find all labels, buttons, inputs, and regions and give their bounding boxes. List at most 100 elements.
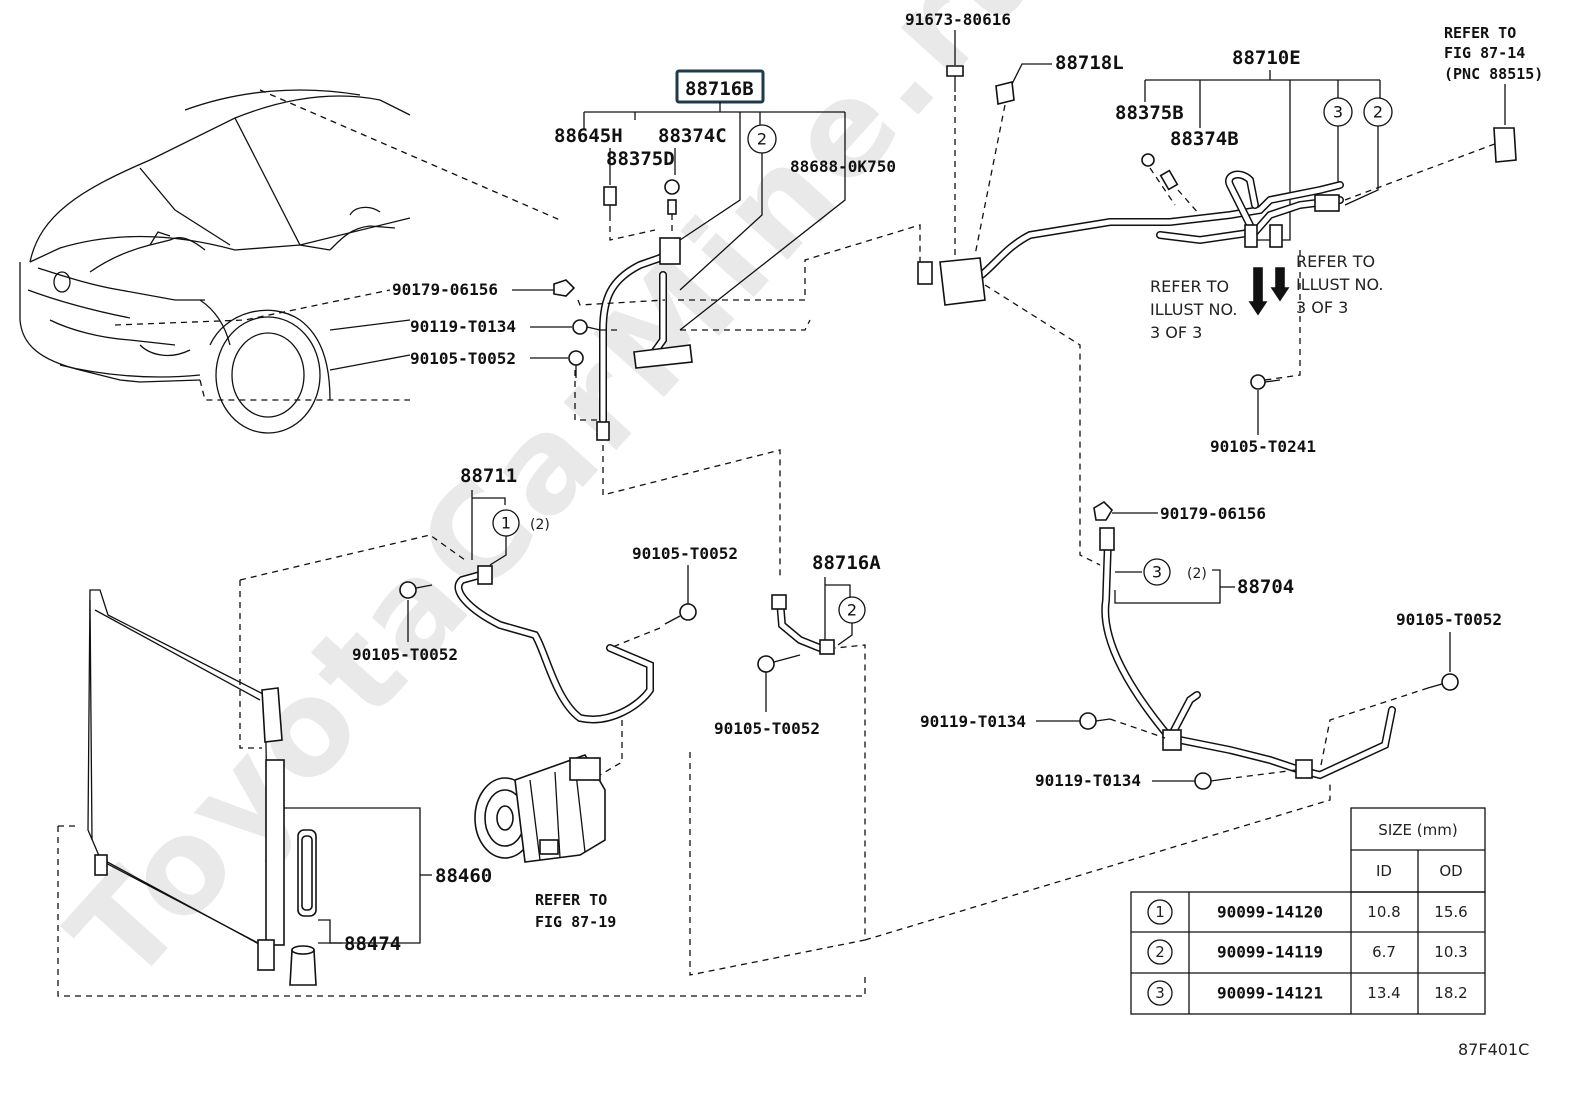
- bolt-90105-d: [679, 603, 697, 621]
- label-88375D: 88375D: [606, 148, 675, 170]
- tube-fitting-88716B: [659, 237, 681, 265]
- table-row: 2 90099-14119 6.7 10.3: [1147, 939, 1468, 965]
- fitting-88704-top: [1099, 527, 1115, 551]
- refer-illust-a-l1: REFER TO: [1150, 277, 1229, 296]
- bolt-90105-f: [1441, 673, 1459, 691]
- refer-fig-8714-l1: REFER TO: [1444, 24, 1516, 42]
- table-od: 15.6: [1434, 903, 1467, 921]
- label-88711: 88711: [460, 465, 517, 487]
- table-id: 10.8: [1367, 903, 1400, 921]
- tube-bracket: [633, 344, 693, 369]
- table-row: 1 90099-14120 10.8 15.6: [1147, 899, 1468, 925]
- table-ref: 2: [1155, 943, 1165, 961]
- label-90105-T0241: 90105-T0241: [1210, 437, 1316, 456]
- table-id: 6.7: [1372, 943, 1396, 961]
- label-88716A: 88716A: [812, 552, 881, 574]
- label-88474: 88474: [344, 933, 401, 955]
- bolt-90105-e: [757, 655, 775, 673]
- tube-end-fitting: [596, 421, 610, 441]
- refer-illust-b-l3: 3 OF 3: [1296, 298, 1348, 317]
- label-88374B: 88374B: [1170, 128, 1239, 150]
- label-88374C: 88374C: [658, 125, 727, 147]
- label-90105-T0052-d: 90105-T0052: [632, 544, 738, 563]
- table-part: 90099-14119: [1217, 943, 1323, 962]
- receiver-88460: [265, 759, 285, 946]
- label-90105-T0052-c: 90105-T0052: [352, 645, 458, 664]
- label-90119-T0134-b: 90119-T0134: [920, 712, 1026, 731]
- figure-code: 87F401C: [1458, 1040, 1529, 1059]
- table-ref: 3: [1155, 984, 1165, 1002]
- label-88645H: 88645H: [554, 125, 623, 147]
- table-row: 3 90099-14121 13.4 18.2: [1147, 980, 1468, 1006]
- table-od: 10.3: [1434, 943, 1467, 961]
- label-90105-T0052-f: 90105-T0052: [1396, 610, 1502, 629]
- label-90119-T0134-c: 90119-T0134: [1035, 771, 1141, 790]
- condenser: 88460 88474: [57, 589, 1331, 997]
- fitting-88710E-a: [1244, 224, 1258, 248]
- bolt-90105-T0241: [1250, 374, 1266, 390]
- table-header-size: SIZE (mm): [1378, 821, 1457, 839]
- circle-2-topright: 2: [1373, 103, 1383, 122]
- label-90105-T0052-a: 90105-T0052: [410, 349, 516, 368]
- tube-fitting-88711: [477, 565, 493, 585]
- core-88374B: [1159, 169, 1179, 191]
- label-91673-80616: 91673-80616: [905, 10, 1011, 29]
- service-cap: [664, 179, 680, 195]
- compressor: REFER TO FIG 87-19: [474, 754, 616, 931]
- nut-90179-a: [553, 279, 576, 297]
- refer-fig-8714-l3: (PNC 88515): [1444, 65, 1543, 83]
- table-id: 13.4: [1367, 984, 1400, 1002]
- leader-car: [259, 89, 561, 221]
- arrow-refer-b: [1270, 267, 1290, 302]
- group-88710E: 91673-80616 88718L 88710E 3 2 88375B 883…: [905, 10, 1543, 566]
- fitting-88704-mid: [1162, 729, 1182, 751]
- nut-90179-b: [1093, 500, 1114, 521]
- table-header-id: ID: [1376, 862, 1392, 880]
- circle-2-88716A: 2: [847, 601, 857, 620]
- label-90119-T0134-a: 90119-T0134: [410, 317, 516, 336]
- refer-fig-8714-l2: FIG 87-14: [1444, 44, 1525, 62]
- table-part: 90099-14121: [1217, 984, 1323, 1003]
- clamp-88718L: [995, 81, 1015, 105]
- sensor-88515: [1493, 127, 1517, 163]
- fitting-88710E-b: [1269, 224, 1283, 248]
- cap-88375B: [1141, 153, 1155, 167]
- qty-note-3: (2): [1187, 566, 1207, 582]
- vehicle-illustration: [19, 89, 411, 434]
- refer-illust-a-l3: 3 OF 3: [1150, 323, 1202, 342]
- refer-fig-8719-l1: REFER TO: [535, 891, 607, 909]
- label-88688-0K750: 88688-0K750: [790, 157, 896, 176]
- qty-note-1: (2): [530, 517, 550, 533]
- valve-core: [667, 199, 677, 215]
- bolt-90119-a: [572, 319, 588, 335]
- label-90179-06156-b: 90179-06156: [1160, 504, 1266, 523]
- table-part: 90099-14120: [1217, 903, 1323, 922]
- refer-illust-b-l1: REFER TO: [1296, 252, 1375, 271]
- table-header-od: OD: [1439, 862, 1462, 880]
- bolt-90119-b: [1079, 712, 1097, 730]
- table-ref: 1: [1155, 903, 1165, 921]
- label-90105-T0052-e: 90105-T0052: [714, 719, 820, 738]
- bolt-90105-a: [568, 350, 584, 366]
- label-88710E: 88710E: [1232, 47, 1301, 69]
- group-88704: 90179-06156 3 (2) 88704 90105-T0052 9011…: [920, 500, 1502, 790]
- refer-illust-a-l2: ILLUST NO.: [1150, 300, 1237, 319]
- circle-1-88711: 1: [501, 514, 511, 533]
- label-88716B: 88716B: [685, 78, 754, 100]
- circle-3-top: 3: [1333, 103, 1343, 122]
- refer-illust-b-l2: ILLUST NO.: [1296, 275, 1383, 294]
- block-fitting: [917, 261, 933, 285]
- table-od: 18.2: [1434, 984, 1467, 1002]
- label-90179-06156-a: 90179-06156: [392, 280, 498, 299]
- circle-2-88716B-text: 2: [757, 130, 767, 149]
- group-88716B: 88716B 2 88645H 88374C 88375D 88688-0K75…: [554, 69, 921, 580]
- group-88711: 88711 1 (2) 90105-T0052 90105-T0052: [239, 465, 866, 976]
- bolt-90105-c: [399, 581, 417, 599]
- size-table: SIZE (mm) ID OD 1 90099-14120 10.8 15.6 …: [1130, 807, 1486, 1015]
- watermark-text: ToyotaCarMine.ru: [40, 0, 1082, 1011]
- label-88704: 88704: [1237, 576, 1294, 598]
- fitting-88710E-c: [1314, 194, 1340, 212]
- expansion-block: [939, 257, 986, 306]
- pressure-switch: [603, 186, 617, 206]
